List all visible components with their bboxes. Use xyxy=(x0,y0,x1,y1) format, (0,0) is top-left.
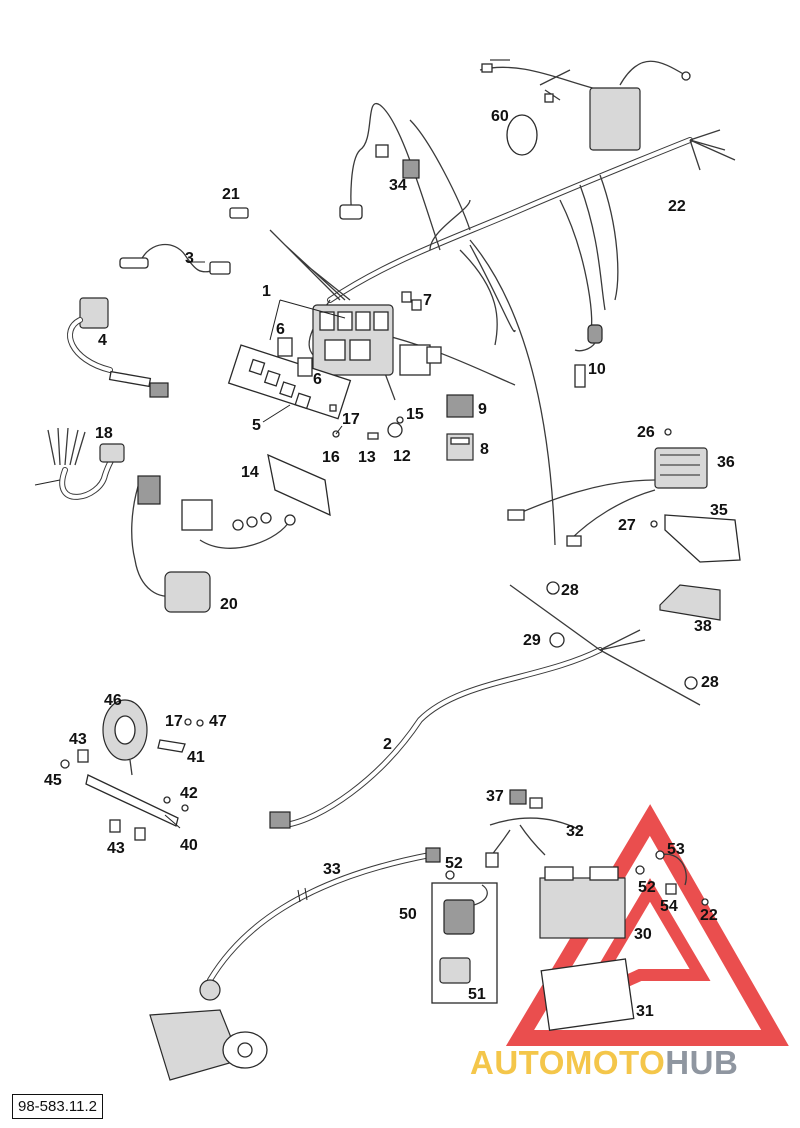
plate-38 xyxy=(659,584,721,621)
callout-10: 10 xyxy=(588,361,606,378)
callout-6: 6 xyxy=(313,371,322,388)
callout-17: 17 xyxy=(165,713,183,730)
fuse-box-5 xyxy=(227,337,352,420)
callout-15: 15 xyxy=(406,406,424,423)
callout-37: 37 xyxy=(486,788,504,805)
callout-9: 9 xyxy=(478,401,487,418)
callout-13: 13 xyxy=(358,449,376,466)
callout-6: 6 xyxy=(276,321,285,338)
sensor-3 xyxy=(119,243,231,275)
bracket-14 xyxy=(267,453,331,517)
callout-54: 54 xyxy=(660,898,678,915)
callout-60: 60 xyxy=(491,108,509,125)
callout-16: 16 xyxy=(322,449,340,466)
callout-20: 20 xyxy=(220,596,238,613)
callout-1: 1 xyxy=(262,283,271,300)
starter-motor xyxy=(149,1009,268,1081)
cable-33 xyxy=(199,847,441,1001)
callout-36: 36 xyxy=(717,454,735,471)
watermark-logo: AUTOMOTOHUB xyxy=(470,1044,738,1082)
harness-18 xyxy=(47,427,125,500)
callout-2: 2 xyxy=(383,736,392,753)
callout-52: 52 xyxy=(445,855,463,872)
watermark-logo-part1: AUTOMOTO xyxy=(470,1044,666,1081)
battery-box-31 xyxy=(540,958,635,1032)
callout-3: 3 xyxy=(185,250,194,267)
callout-28: 28 xyxy=(561,582,579,599)
callout-47: 47 xyxy=(209,713,227,730)
cdi-unit xyxy=(479,59,691,151)
regulator-36 xyxy=(507,428,708,547)
callout-17: 17 xyxy=(342,411,360,428)
callout-22: 22 xyxy=(668,198,686,215)
relay-group-50-51 xyxy=(431,870,498,1004)
callout-32: 32 xyxy=(566,823,584,840)
callout-22: 22 xyxy=(700,907,718,924)
callout-40: 40 xyxy=(180,837,198,854)
kill-switch-4 xyxy=(67,297,169,398)
small-fasteners xyxy=(329,404,404,440)
callout-43: 43 xyxy=(69,731,87,748)
callout-27: 27 xyxy=(618,517,636,534)
reference-code: 98-583.11.2 xyxy=(12,1094,103,1119)
callout-52: 52 xyxy=(638,879,656,896)
fuse-21 xyxy=(229,207,249,219)
callout-5: 5 xyxy=(252,417,261,434)
callout-14: 14 xyxy=(241,464,259,481)
callout-21: 21 xyxy=(222,186,240,203)
cable-32 xyxy=(485,789,581,868)
callout-43: 43 xyxy=(107,840,125,857)
callout-4: 4 xyxy=(98,332,107,349)
callout-34: 34 xyxy=(389,177,407,194)
callout-41: 41 xyxy=(187,749,205,766)
callout-12: 12 xyxy=(393,448,411,465)
horn-46 xyxy=(102,699,148,776)
connector-34 xyxy=(375,144,420,179)
callout-50: 50 xyxy=(399,906,417,923)
bracket-40 xyxy=(60,718,204,841)
relay-9 xyxy=(446,394,474,418)
relay-7 xyxy=(401,291,422,311)
callout-33: 33 xyxy=(323,861,341,878)
callout-31: 31 xyxy=(636,1003,654,1020)
callout-29: 29 xyxy=(523,632,541,649)
callout-7: 7 xyxy=(423,292,432,309)
sensor-10 xyxy=(574,324,603,388)
callout-30: 30 xyxy=(634,926,652,943)
callout-28: 28 xyxy=(701,674,719,691)
battery-30 xyxy=(539,866,626,939)
harness-2 xyxy=(269,581,701,829)
callout-45: 45 xyxy=(44,772,62,789)
callout-42: 42 xyxy=(180,785,198,802)
callout-35: 35 xyxy=(710,502,728,519)
callout-8: 8 xyxy=(480,441,489,458)
callout-26: 26 xyxy=(637,424,655,441)
cable-53 xyxy=(635,850,709,906)
callout-18: 18 xyxy=(95,425,113,442)
ignition-switch-20 xyxy=(131,475,296,613)
bracket-35 xyxy=(650,514,741,563)
callout-38: 38 xyxy=(694,618,712,635)
watermark-logo-part2: HUB xyxy=(665,1044,739,1081)
callout-53: 53 xyxy=(667,841,685,858)
relay-socket-8 xyxy=(446,433,474,461)
leader-lines xyxy=(34,261,346,829)
ring-clamp xyxy=(506,114,538,156)
callout-51: 51 xyxy=(468,986,486,1003)
callout-46: 46 xyxy=(104,692,122,709)
